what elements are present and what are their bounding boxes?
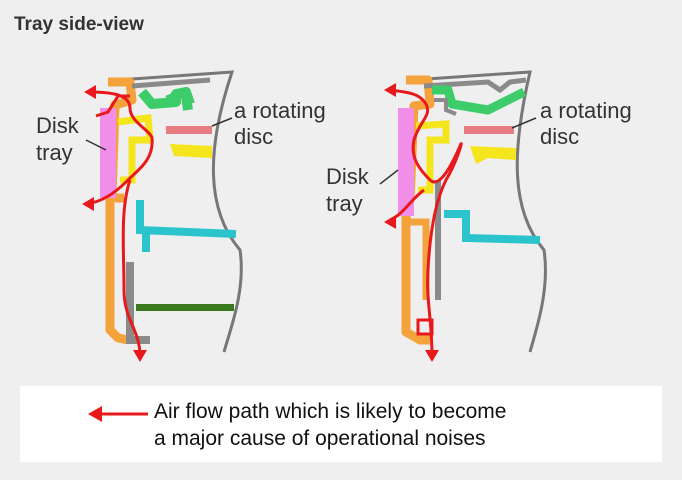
left-disc-label-line2: disc xyxy=(234,124,273,149)
left-disk-tray-label-line2: tray xyxy=(36,140,73,165)
legend: Air flow path which is likely to become … xyxy=(20,386,662,462)
right-disk-tray-label-line1: Disk xyxy=(326,164,370,189)
left-airflow-path-down xyxy=(121,179,142,357)
left-disk-tray xyxy=(100,108,116,198)
left-cyan-part xyxy=(136,200,237,252)
left-yellow-bar xyxy=(170,144,212,158)
right-orange-bracket xyxy=(404,218,430,300)
page-title: Tray side-view xyxy=(14,14,144,35)
right-tray-leader xyxy=(379,169,399,185)
left-disk-tray-label-line1: Disk xyxy=(36,113,80,138)
right-cyan-part xyxy=(444,210,541,244)
right-airflow-arrowhead-bottom xyxy=(425,350,439,362)
right-gray-top xyxy=(423,77,527,94)
right-gray-inner xyxy=(434,98,457,116)
right-yellow-bracket xyxy=(415,120,450,194)
right-panel: Disk tray a rotating disc xyxy=(326,70,632,362)
left-airflow-path xyxy=(85,90,154,206)
right-rotating-disc xyxy=(464,126,514,134)
right-green-part xyxy=(432,85,527,115)
right-yellow-bar xyxy=(470,146,516,164)
left-airflow-arrowhead-top xyxy=(84,85,96,99)
left-dark-green-bar xyxy=(136,304,234,311)
left-panel: Disk tray a rotating disc xyxy=(36,70,326,362)
left-housing-outline xyxy=(117,70,243,353)
right-airflow-arrowhead-top xyxy=(384,83,396,97)
right-disc-label-line2: disc xyxy=(540,124,579,149)
legend-arrow-icon xyxy=(88,406,148,422)
right-disc-leader xyxy=(511,117,537,129)
left-yellow-bracket xyxy=(117,114,154,184)
left-disc-leader xyxy=(211,117,233,127)
right-housing-outline xyxy=(411,70,547,353)
right-disc-label-line1: a rotating xyxy=(540,98,632,123)
left-airflow-arrowhead-mid xyxy=(82,197,94,211)
left-rotating-disc xyxy=(166,126,212,134)
right-disk-tray-label-line2: tray xyxy=(326,191,363,216)
left-airflow-arrowhead-bottom xyxy=(133,350,147,362)
right-airflow-path xyxy=(387,88,463,357)
right-airflow-arrowhead-mid xyxy=(384,215,396,229)
left-gray-top xyxy=(131,77,211,89)
left-green-part xyxy=(138,87,195,111)
legend-line-2: a major cause of operational noises xyxy=(154,427,486,450)
legend-line-1: Air flow path which is likely to become xyxy=(154,400,507,423)
left-gray-part xyxy=(126,262,150,344)
left-tray-leader xyxy=(85,139,107,151)
left-disc-label-line1: a rotating xyxy=(234,98,326,123)
right-disk-tray xyxy=(398,108,414,216)
left-airflow-path-top xyxy=(95,94,130,118)
legend-text: Air flow path which is likely to become … xyxy=(154,398,506,452)
tray-side-view-diagram: Disk tray a rotating disc xyxy=(36,70,632,362)
